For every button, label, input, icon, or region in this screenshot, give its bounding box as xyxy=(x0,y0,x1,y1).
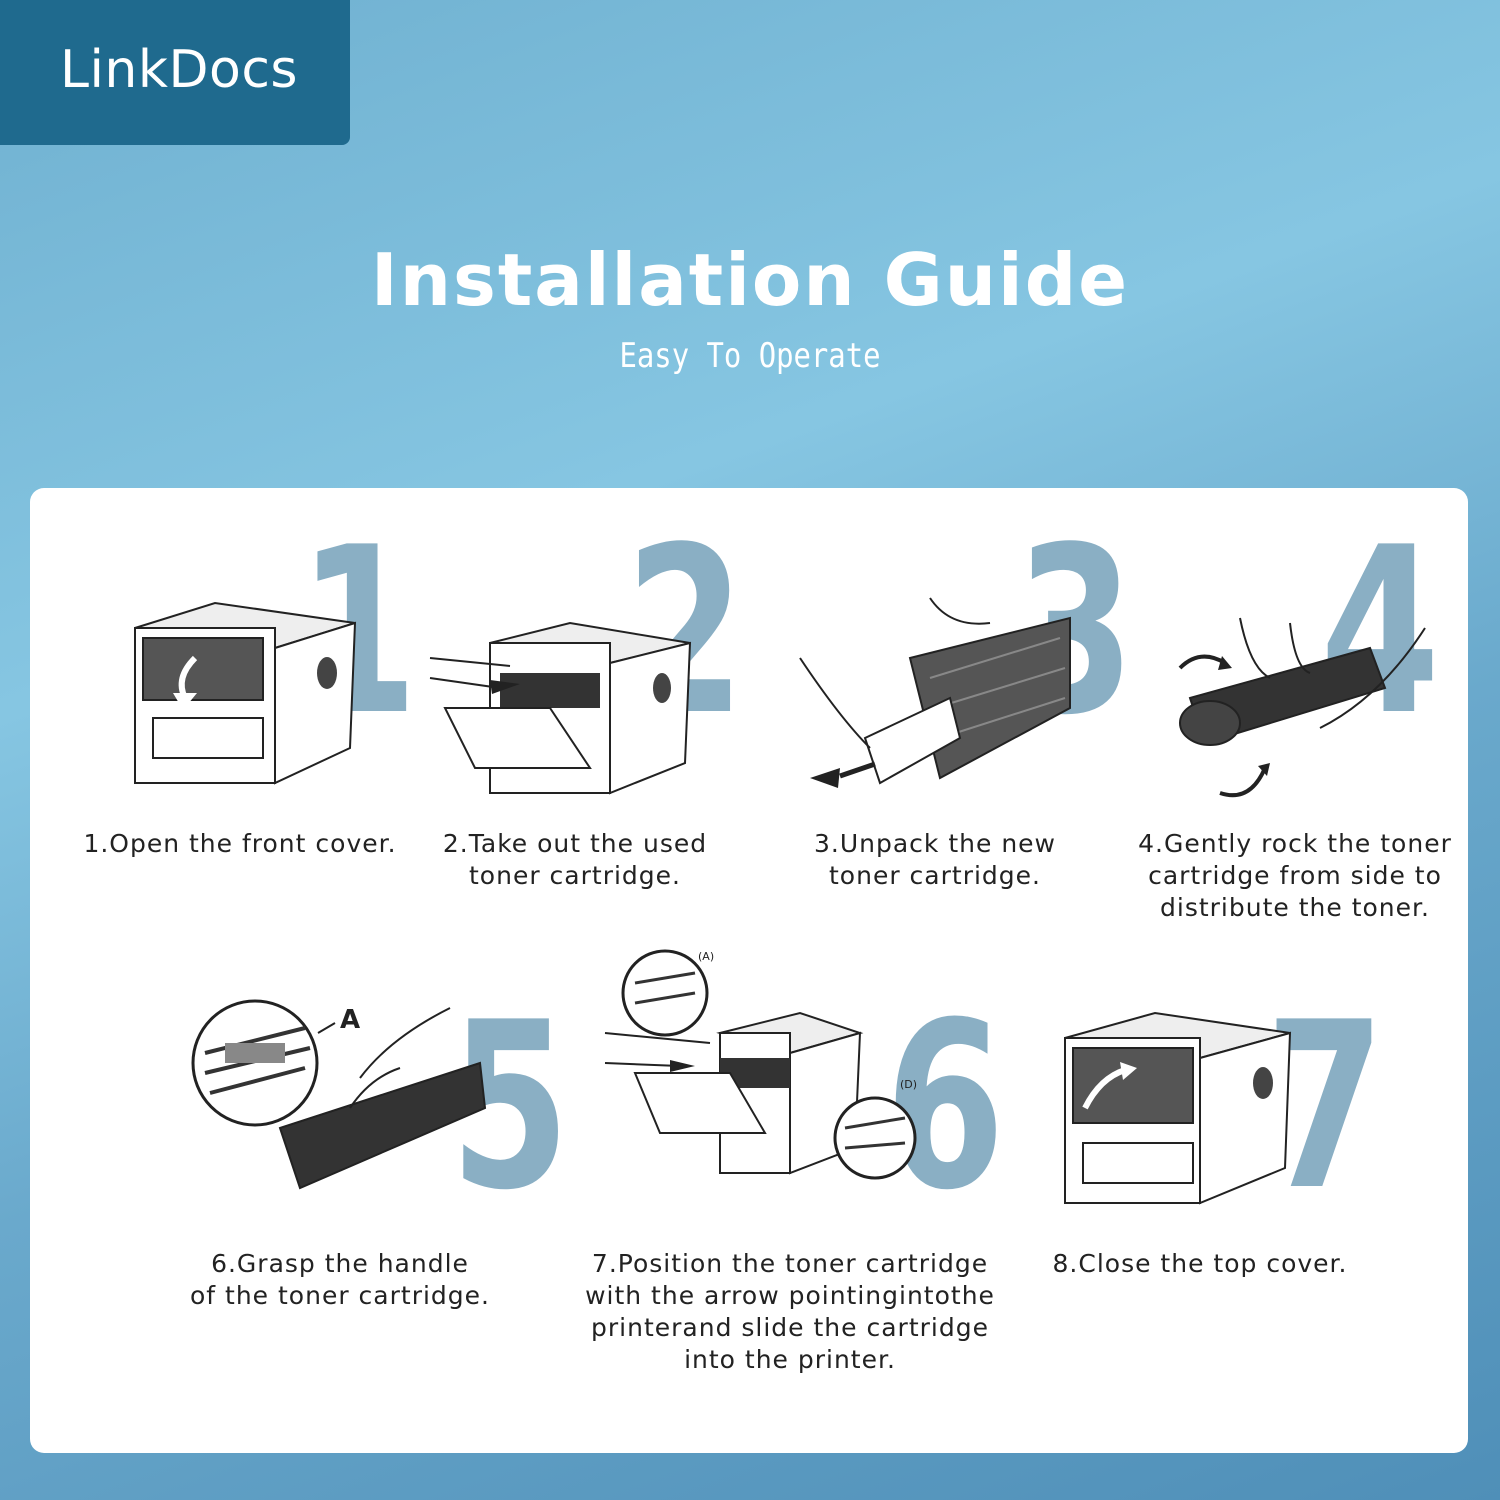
page-title: Installation Guide xyxy=(370,238,1130,322)
unpack-cartridge-icon xyxy=(799,597,1071,788)
page-subtitle: Easy To Operate xyxy=(619,336,881,376)
printer-open-cover-icon xyxy=(134,601,357,785)
printer-remove-cartridge-icon xyxy=(429,621,692,795)
grasp-handle-icon: A xyxy=(191,999,487,1190)
svg-text:(A): (A) xyxy=(698,950,714,963)
brand-banner: LinkDocs xyxy=(0,0,350,145)
step-2-caption: 2.Take out the used toner cartridge. xyxy=(442,829,708,890)
printer-close-cover-icon xyxy=(1064,1011,1292,1205)
step-3-caption: 3.Unpack the new toner cartridge. xyxy=(813,829,1056,890)
step-7-caption: 8.Close the top cover. xyxy=(1052,1249,1348,1278)
step-number-4: 4 xyxy=(1320,499,1441,766)
brand-logo: LinkDocs xyxy=(60,40,299,100)
step-4-caption: 4.Gently rock the toner cartridge from s… xyxy=(1138,829,1452,922)
step-5-caption: 6.Grasp the handle of the toner cartridg… xyxy=(189,1249,490,1310)
step-6-caption: 7.Position the toner cartridge with the … xyxy=(585,1249,995,1374)
svg-text:A: A xyxy=(340,1005,360,1035)
step-number-6: 6 xyxy=(885,974,1006,1241)
step-1-caption: 1.Open the front cover. xyxy=(83,829,397,858)
insert-cartridge-icon: (A) (D) xyxy=(604,949,917,1180)
instructions-panel: 1 1.Open the front cover. 2 xyxy=(30,488,1468,1453)
rock-cartridge-icon xyxy=(1178,617,1426,798)
svg-text:(D): (D) xyxy=(900,1078,917,1091)
